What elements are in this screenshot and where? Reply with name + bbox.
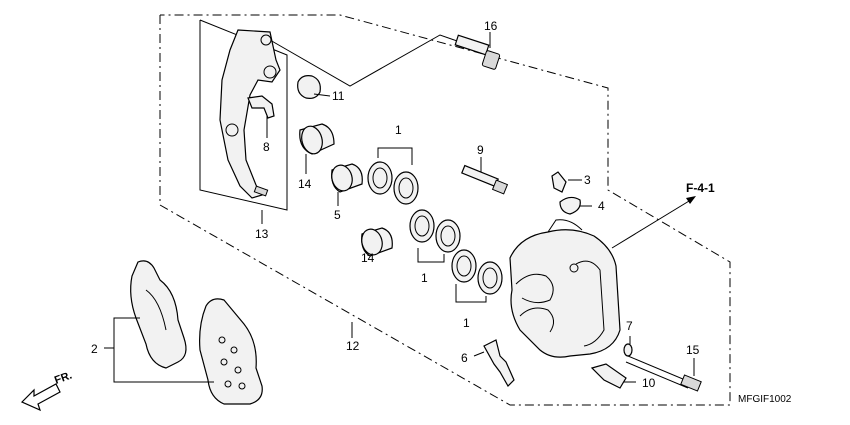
callout-1a: 1 — [395, 123, 402, 137]
assembly-boundary — [159, 14, 731, 406]
slide-pin — [461, 164, 509, 195]
callout-1b: 1 — [421, 271, 428, 285]
pin-boot — [297, 75, 321, 99]
piston-seals-upper — [367, 161, 419, 205]
caliper-pin-bolt — [590, 363, 627, 389]
callout-5: 5 — [334, 208, 341, 222]
seal-bracket-middle — [417, 248, 445, 263]
callout-2: 2 — [91, 342, 98, 356]
callout-11: 11 — [332, 89, 345, 103]
callout-6: 6 — [461, 351, 468, 365]
brake-pad-rear — [130, 260, 187, 369]
callout-10: 10 — [642, 376, 656, 390]
bleeder-screw — [551, 171, 567, 193]
callout-13: 13 — [255, 227, 269, 241]
leader-ref — [611, 197, 695, 249]
seal-bracket-upper — [377, 147, 413, 165]
caliper-mounting-bolt — [454, 34, 501, 70]
reference-label: F-4-1 — [686, 181, 715, 195]
piston-small — [361, 227, 393, 257]
callout-12: 12 — [346, 339, 360, 353]
pad-retainer-clip — [247, 95, 275, 119]
callout-1c: 1 — [463, 316, 470, 330]
piston-seals-lower — [451, 249, 503, 295]
bolt-leader-line — [269, 34, 461, 87]
brake-pad-front — [199, 298, 263, 405]
callout-8: 8 — [263, 140, 270, 154]
pad-spring — [483, 339, 515, 387]
pad-pin — [625, 355, 702, 392]
callout-14a: 14 — [298, 177, 312, 191]
piston-seals-middle — [409, 209, 461, 253]
leader-6 — [473, 351, 485, 357]
ref-arrowhead — [686, 196, 696, 204]
front-direction-indicator: FR. — [20, 369, 74, 412]
diagram-code: MFGIF1002 — [738, 394, 792, 405]
front-arrow-icon — [20, 383, 61, 412]
caliper-bracket — [219, 29, 281, 199]
callout-16: 16 — [484, 19, 498, 33]
callout-14b: 14 — [361, 251, 375, 265]
callout-3: 3 — [584, 173, 591, 187]
seal-bracket-lower — [455, 284, 487, 303]
leader-11 — [313, 93, 331, 97]
piston-medium — [331, 163, 363, 193]
caliper-body — [509, 219, 621, 358]
sealing-washer — [623, 343, 633, 357]
callout-7: 7 — [626, 319, 633, 333]
callout-4: 4 — [598, 199, 605, 213]
bleeder-cap — [559, 196, 581, 215]
callout-9: 9 — [477, 143, 484, 157]
piston-large — [299, 123, 335, 155]
front-direction-label: FR. — [53, 369, 74, 386]
callout-15: 15 — [686, 343, 700, 357]
pad-bracket — [113, 317, 214, 383]
